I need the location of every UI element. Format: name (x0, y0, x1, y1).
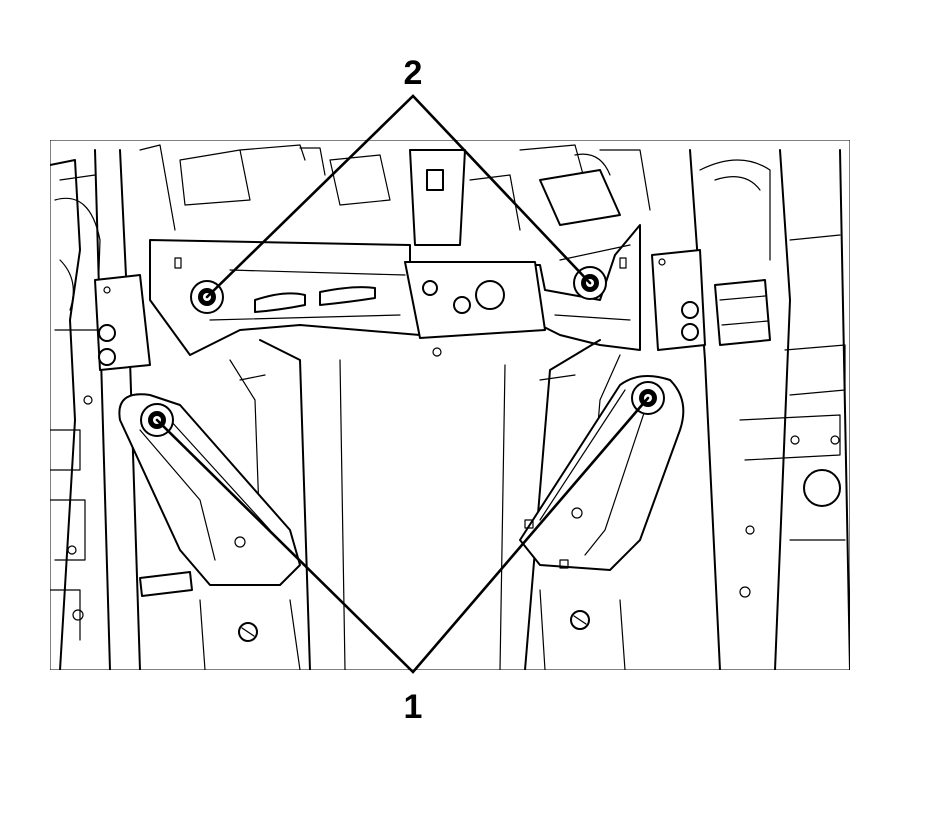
callout-2-leader-lines (205, 94, 592, 299)
callout-label-2: 2 (404, 54, 423, 92)
lower-details (139, 519, 626, 670)
left-mount-bracket (94, 274, 151, 371)
engine-components (139, 144, 651, 246)
right-frame-rail (689, 149, 850, 670)
rear-subframe-right-arm (519, 375, 685, 571)
right-mount-bracket (651, 249, 706, 351)
rear-subframe-left-arm (118, 393, 301, 586)
right-bushing (714, 279, 771, 346)
callout-label-1: 1 (404, 688, 423, 726)
front-crossmember (149, 224, 641, 357)
vehicle-underbody-illustration (50, 140, 850, 670)
callout-1-leader-lines (155, 396, 650, 674)
